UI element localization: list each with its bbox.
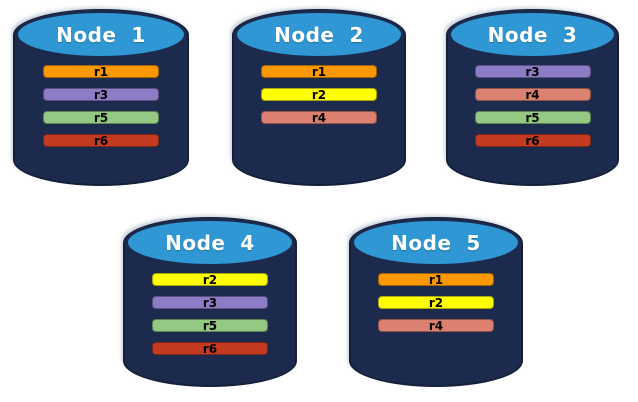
node4-replica-r5: r5: [152, 319, 268, 332]
node-title: Node 5: [391, 231, 481, 255]
node3-replica-r3: r3: [474, 65, 591, 78]
node4-replica-r6: r6: [152, 342, 268, 355]
cylinder-top-ellipse: [351, 218, 521, 267]
node-5-cylinder: Node 5 r1 r2 r4: [349, 217, 523, 387]
node3-replica-r6: r6: [474, 134, 591, 147]
replica-list: r1 r2 r4: [232, 65, 406, 124]
node5-replica-r1: r1: [378, 273, 494, 286]
node-2-cylinder: Node 2 r1 r2 r4: [232, 9, 406, 186]
node4-replica-r2: r2: [152, 273, 268, 286]
replica-list: r1 r2 r4: [349, 273, 523, 332]
node5-replica-r4: r4: [378, 319, 494, 332]
node-1-cylinder: Node 1 r1 r3 r5 r6: [13, 9, 189, 186]
node3-replica-r5: r5: [474, 111, 591, 124]
replica-list: r1 r3 r5 r6: [13, 65, 189, 147]
node4-replica-r3: r3: [152, 296, 268, 309]
node-4-cylinder: Node 4 r2 r3 r5 r6: [123, 217, 297, 387]
cylinder-top-ellipse: [234, 10, 404, 59]
replica-list: r2 r3 r5 r6: [123, 273, 297, 355]
node-title: Node 2: [274, 23, 364, 47]
node1-replica-r5: r5: [43, 111, 159, 124]
node2-replica-r4: r4: [261, 111, 377, 124]
node-3-cylinder: Node 3 r3 r4 r5 r6: [446, 9, 619, 186]
node-title: Node 3: [487, 23, 578, 47]
replica-list: r3 r4 r5 r6: [446, 65, 619, 147]
node-title: Node 4: [165, 231, 255, 255]
node-title: Node 1: [56, 23, 146, 47]
cylinder-top-ellipse: [448, 10, 617, 59]
cylinder-top-ellipse: [15, 10, 187, 59]
node1-replica-r6: r6: [43, 134, 159, 147]
node5-replica-r2: r2: [378, 296, 494, 309]
node1-replica-r3: r3: [43, 88, 159, 101]
node1-replica-r1: r1: [43, 65, 159, 78]
node2-replica-r1: r1: [261, 65, 377, 78]
node2-replica-r2: r2: [261, 88, 377, 101]
node3-replica-r4: r4: [474, 88, 591, 101]
cylinder-top-ellipse: [125, 218, 295, 267]
